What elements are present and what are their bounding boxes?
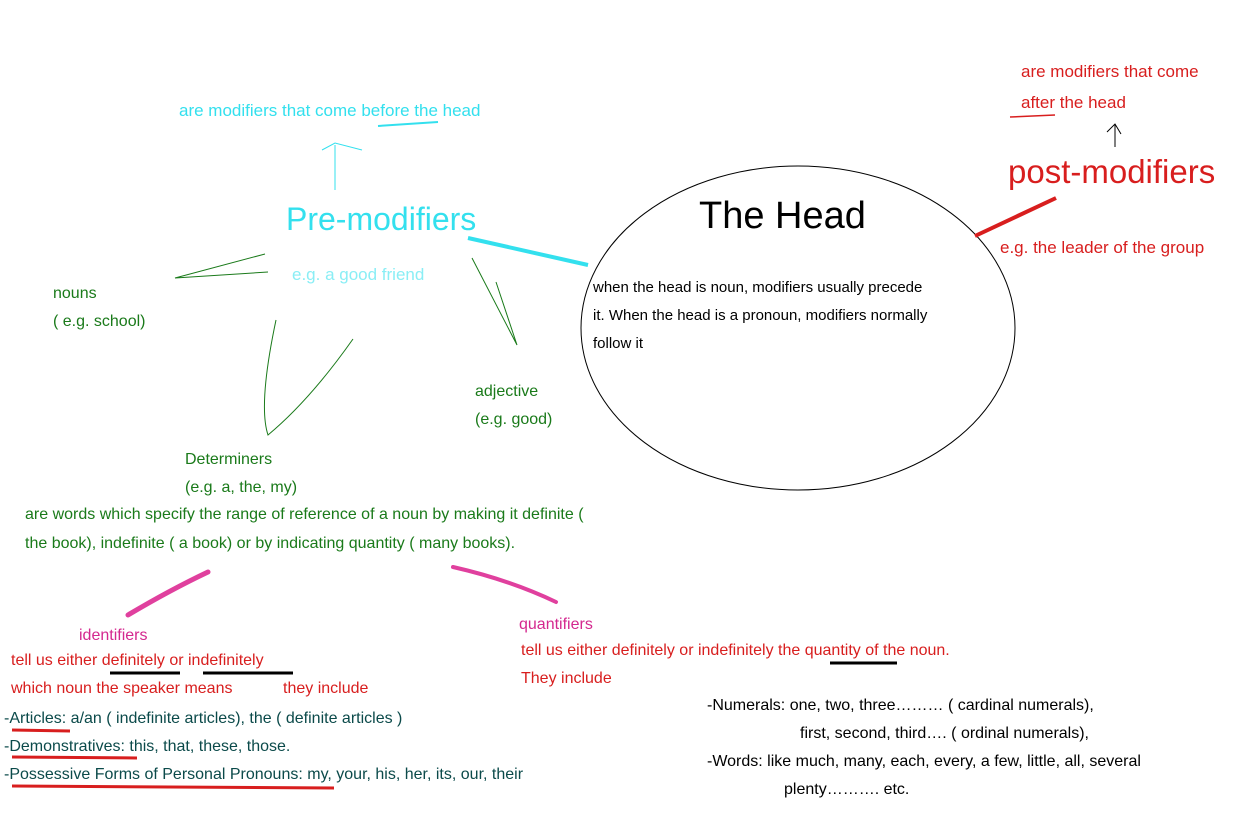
head-title: The Head [699,195,866,237]
identifiers-they-include: they include [283,680,369,697]
numerals-text-1: : one, two, three……… ( cardinal numerals… [780,697,1094,714]
head-body-line-2: it. When the head is a pronoun, modifier… [593,307,928,324]
demonstratives-underline [11,755,138,760]
post-modifiers-example: e.g. the leader of the group [1000,238,1205,257]
words-text-2: plenty………. etc. [784,781,910,798]
determiners-desc-line-2: the book), indefinite ( a book) or by in… [25,535,516,552]
pre-head-connector [467,236,589,267]
quantifier-words: -Words: like much, many, each, every, a … [707,754,1141,770]
numerals-label: -Numerals [707,697,781,714]
identifier-item-possessive: -Possessive Forms of Personal Pronouns: … [4,766,524,783]
quantifiers-quantity: quantity [804,642,861,659]
determiners-connector [263,319,354,436]
identifier-item-name: Articles [9,710,62,727]
identifiers-indefinitely: indefinitely [188,652,264,669]
adjective-example: (e.g. good) [475,411,553,428]
post-modifiers-desc-line-1: are modifiers that come [1021,62,1199,81]
possessive-underline [11,784,335,790]
identifier-item-articles: -Articles: a/an ( indefinite articles), … [4,710,403,727]
identifier-item-demonstratives: -Demonstratives: this, that, these, thos… [4,738,291,755]
identifiers-label: identifiers [79,627,148,644]
identifier-item-text: : a/an ( indefinite articles), the ( def… [61,710,403,727]
identifiers-line-1: tell us either definitely or indefinitel… [11,653,264,669]
head-body-line-3: follow it [593,335,644,352]
post-arrow [1106,123,1122,147]
pre-before-underline [377,121,439,127]
identifier-item-name: Demonstratives [9,738,121,755]
quantifiers-line-2: They include [521,670,612,687]
post-modifiers-desc-line-2: after the head [1021,93,1126,112]
quantifiers-line-1-a: tell us either definitely or indefinitel… [521,642,805,659]
determiners-label: Determiners [185,451,273,468]
numerals-text-2: first, second, third…. ( ordinal numeral… [800,725,1089,742]
nouns-example: ( e.g. school) [53,313,146,330]
head-ellipse [580,165,1016,491]
words-label: -Words [707,753,759,770]
identifier-item-name: Possessive Forms of Personal Pronouns [9,766,299,783]
adjective-connector [471,257,518,346]
identifier-item-text: : this, that, these, those. [120,738,291,755]
identifiers-definitely: definitely [101,652,165,669]
words-text-1: : like much, many, each, every, a few, l… [758,753,1141,770]
identifiers-line-1-c: or [164,652,188,669]
post-head-connector [974,196,1057,238]
post-after-underline [1009,114,1056,118]
identifiers-line-1-a: tell us either [11,652,102,669]
post-modifiers-title: post-modifiers [1008,153,1216,190]
pre-modifiers-example: e.g. a good friend [292,265,425,284]
quantifiers-connector [451,565,558,604]
quantifier-numerals: -Numerals: one, two, three……… ( cardinal… [707,698,1094,714]
pre-modifiers-desc: are modifiers that come before the head [179,101,481,120]
identifiers-line-2: which noun the speaker means [11,680,233,697]
quantifiers-line-1-c: of the noun. [860,642,950,659]
identifier-item-text: : my, your, his, her, its, our, their [298,766,524,783]
nouns-label: nouns [53,285,97,302]
nouns-connector [174,253,269,279]
quantifiers-label: quantifiers [519,616,593,633]
head-body-line-1: when the head is noun, modifiers usually… [593,279,923,296]
pre-modifiers-title: Pre-modifiers [286,201,477,237]
quantifiers-line-1: tell us either definitely or indefinitel… [521,643,950,659]
determiners-example: (e.g. a, the, my) [185,479,298,496]
pre-arrow [321,142,363,190]
adjective-label: adjective [475,383,539,400]
identifiers-connector [125,569,211,618]
articles-underline [11,728,71,733]
determiners-desc-line-1: are words which specify the range of ref… [25,506,584,523]
